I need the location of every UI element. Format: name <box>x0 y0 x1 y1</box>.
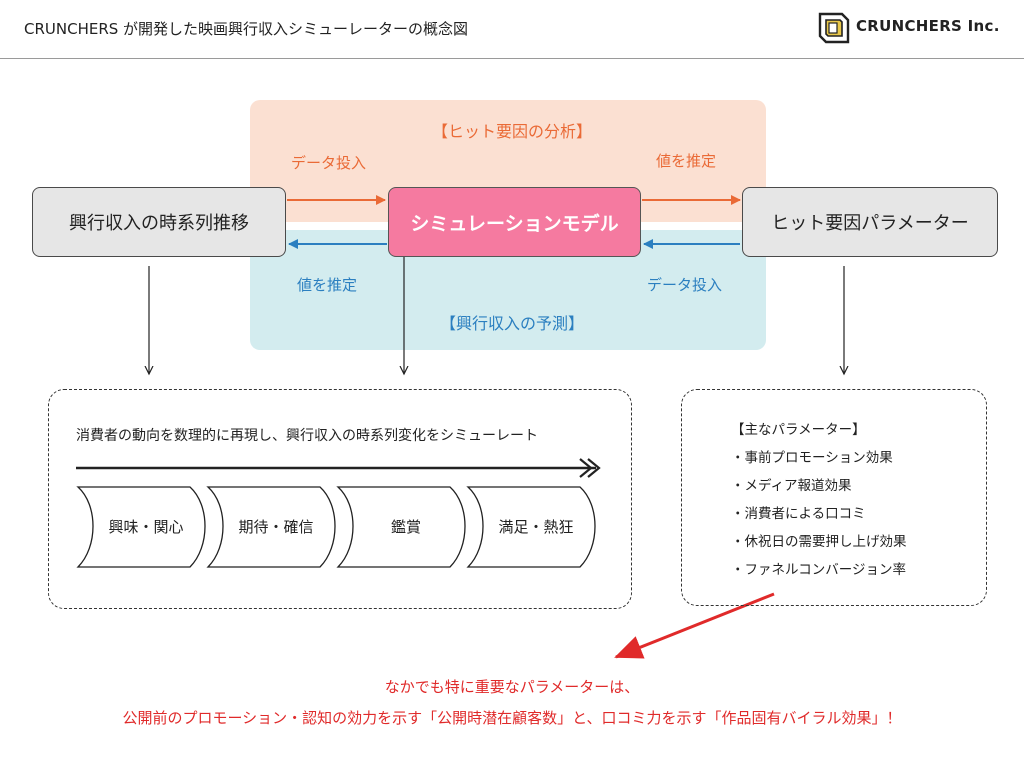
stage-label-expectation: 期待・確信 <box>238 518 314 536</box>
key-parameter-note-line1: なかでも特に重要なパラメーターは、 <box>384 678 640 696</box>
hit-factor-analysis-heading: 【ヒット要因の分析】 <box>431 122 592 141</box>
parameter-item: ・休祝日の需要押し上げ効果 <box>731 534 907 550</box>
crunchers-logo-icon <box>818 12 850 44</box>
parameter-item: ・メディア報道効果 <box>731 478 852 494</box>
red-pointer-arrow <box>614 592 775 659</box>
key-parameter-note-line2: 公開前のプロモーション・認知の効力を示す「公開時潜在顧客数」と、口コミ力を示す「… <box>122 709 902 727</box>
edge-label-estimate-top: 値を推定 <box>656 152 717 170</box>
stage-chevron-expectation <box>206 486 336 568</box>
box-office-forecast-heading: 【興行収入の予測】 <box>439 314 584 333</box>
timeline-arrowhead-icon <box>579 458 601 478</box>
stage-label-satisfaction: 満足・熱狂 <box>498 518 574 536</box>
edge-label-data-input-top: データ投入 <box>291 154 367 172</box>
stage-chevron-satisfaction <box>466 486 596 568</box>
node-box-office-time-series: 興行収入の時系列推移 <box>32 187 286 257</box>
page-title: CRUNCHERS が開発した映画興行収入シミューレーターの概念図 <box>24 20 469 38</box>
edge-label-data-input-bottom: データ投入 <box>647 276 723 294</box>
stage-label-viewing: 鑑賞 <box>390 518 421 536</box>
stage-label-interest: 興味・関心 <box>108 518 184 536</box>
stage-chevron-viewing <box>336 486 466 568</box>
parameters-title: 【主なパラメーター】 <box>731 422 866 438</box>
node-simulation-model: シミュレーションモデル <box>388 187 641 257</box>
header-divider <box>0 58 1024 59</box>
simulation-description: 消費者の動向を数理的に再現し、興行収入の時系列変化をシミューレート <box>76 428 538 444</box>
stage-chevron-interest <box>76 486 206 568</box>
edge-label-estimate-bottom: 値を推定 <box>297 276 358 294</box>
consumer-simulation-box <box>48 389 632 609</box>
node-hit-factor-parameters: ヒット要因パラメーター <box>742 187 998 257</box>
main-parameters-box <box>681 389 987 606</box>
parameter-item: ・ファネルコンバージョン率 <box>731 562 906 578</box>
parameter-item: ・事前プロモーション効果 <box>731 450 893 466</box>
parameter-item: ・消費者による口コミ <box>731 506 866 522</box>
logo-text: CRUNCHERS Inc. <box>856 17 1000 35</box>
